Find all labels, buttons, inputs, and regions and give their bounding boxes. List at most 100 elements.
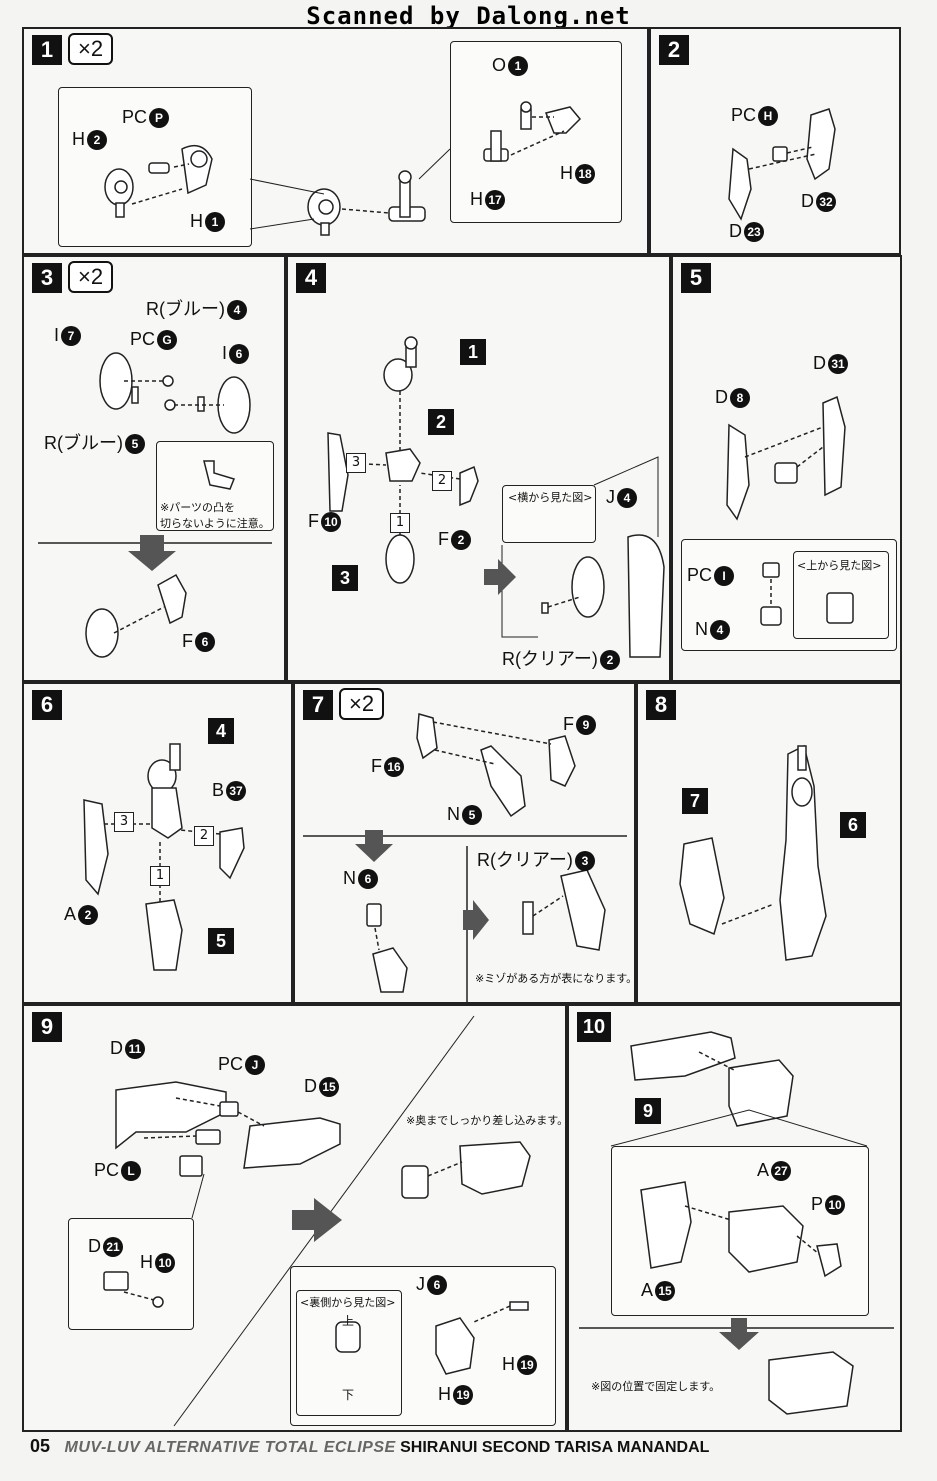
step-number: 3: [32, 263, 62, 293]
subassembly-5-badge: 5: [208, 928, 234, 954]
subassembly-2-badge: 2: [428, 409, 454, 435]
watermark: Scanned by Dalong.net: [306, 2, 631, 30]
back-view-caption: <裏側から見た図>: [300, 1296, 396, 1309]
label-r-blue-5: R(ブルー)5: [44, 429, 145, 455]
step-8-illustration: [679, 744, 827, 961]
subassembly-9-badge: 9: [635, 1098, 661, 1124]
multiplier-badge: ×2: [68, 261, 114, 293]
side-view-box: [502, 485, 596, 543]
note-text: ※図の位置で固定します。: [591, 1380, 721, 1393]
top-view-caption: <上から見た図>: [797, 559, 882, 572]
subassembly-4-badge: 4: [208, 718, 234, 744]
sub-step-1: 1: [390, 513, 410, 533]
top-view-box: [793, 551, 889, 639]
note-text: ※奥までしっかり差し込みます。: [406, 1114, 567, 1127]
step-9-illustration: [103, 1015, 531, 1427]
step-number: 1: [32, 35, 62, 65]
step-3-illustration: [38, 352, 272, 658]
subassembly-6-badge: 6: [840, 812, 866, 838]
step-number: 10: [577, 1012, 611, 1042]
sub-step-3: 3: [114, 812, 134, 832]
sub-step-3: 3: [346, 453, 366, 473]
step-4-illustration: [327, 336, 665, 658]
step-number: 5: [681, 263, 711, 293]
step-8-panel: 8 7 6: [636, 682, 902, 1004]
step-number: 9: [32, 1012, 62, 1042]
series-name: MUV-LUV ALTERNATIVE TOTAL ECLIPSE: [64, 1439, 396, 1456]
label-r-clear-3: R(クリアー)3: [477, 846, 595, 872]
step-1-panel: 1 ×2: [22, 27, 649, 255]
footer: 05 MUV-LUV ALTERNATIVE TOTAL ECLIPSE SHI…: [30, 1436, 709, 1457]
multiplier-badge: ×2: [339, 688, 385, 720]
step-number: 4: [296, 263, 326, 293]
subassembly-3-badge: 3: [332, 565, 358, 591]
step-5-illustration: [726, 395, 854, 626]
step-number: 6: [32, 690, 62, 720]
step-2-illustration: [728, 108, 836, 221]
label-r-blue-4: R(ブルー)4: [146, 295, 247, 321]
label-up: 上: [342, 1314, 355, 1328]
side-view-caption: <横から見た図>: [508, 491, 593, 504]
step-number: 7: [303, 690, 333, 720]
inset-right: [450, 41, 622, 223]
multiplier-badge: ×2: [68, 33, 114, 65]
subassembly-7-badge: 7: [682, 788, 708, 814]
sub-step-2: 2: [432, 471, 452, 491]
step-10-illustration: [579, 1031, 894, 1415]
subassembly-1-badge: 1: [460, 339, 486, 365]
sub-step-1: 1: [150, 866, 170, 886]
label-down: 下: [342, 1388, 355, 1402]
step-6-illustration: [83, 743, 245, 971]
step-number: 2: [659, 35, 689, 65]
step-1-illustration: [104, 101, 582, 236]
back-view-box: [296, 1290, 402, 1416]
detail-box-left: [68, 1218, 194, 1330]
step-number: 8: [646, 690, 676, 720]
note-text: ※パーツの凸を 切らないように注意。: [160, 501, 270, 530]
label-r-clear-2: R(クリアー)2: [502, 645, 620, 671]
step-7-illustration: [303, 713, 627, 1002]
